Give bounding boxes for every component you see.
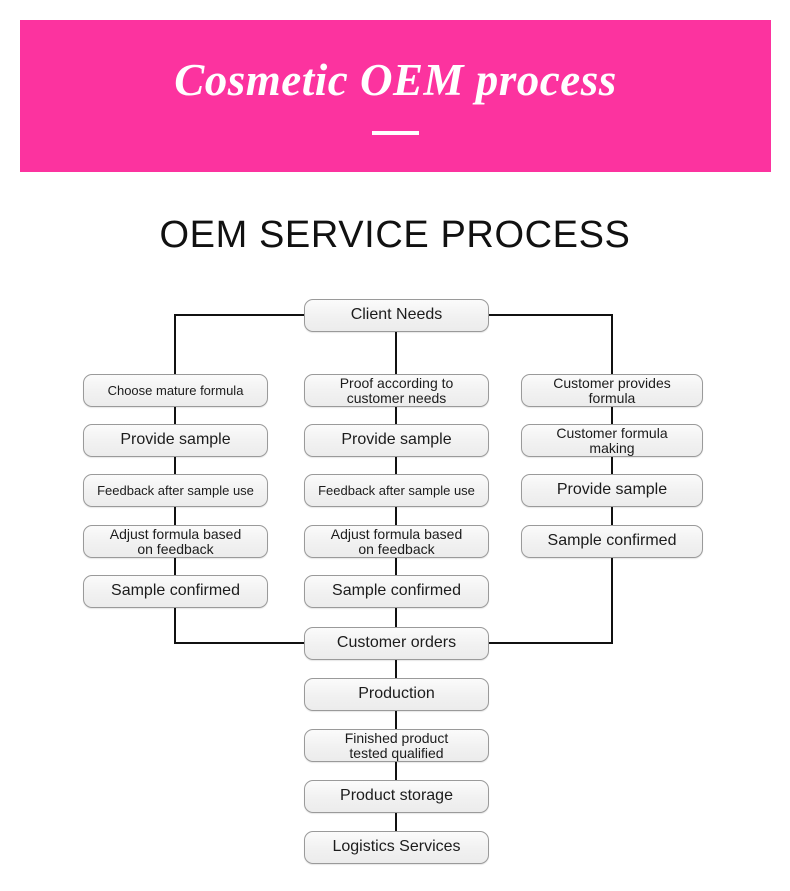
flow-node-logistics-services[interactable]: Logistics Services	[304, 831, 489, 864]
flow-node-right-provide-sample[interactable]: Provide sample	[521, 474, 703, 507]
flow-node-right-sample-confirmed[interactable]: Sample confirmed	[521, 525, 703, 558]
flow-node-customer-orders[interactable]: Customer orders	[304, 627, 489, 660]
connector-start-to-right	[489, 314, 613, 374]
connector-right-to-orders	[489, 558, 613, 644]
flow-node-finished-product-tested-qualified[interactable]: Finished product tested qualified	[304, 729, 489, 762]
flow-node-left-sample-confirmed[interactable]: Sample confirmed	[83, 575, 268, 608]
banner-divider-rule	[372, 130, 419, 135]
flow-node-choose-mature-formula[interactable]: Choose mature formula	[83, 374, 268, 407]
flow-node-middle-adjust-formula-based-on-feedback[interactable]: Adjust formula based on feedback	[304, 525, 489, 558]
connector-left-to-orders	[174, 608, 304, 644]
flow-node-left-adjust-formula-based-on-feedback[interactable]: Adjust formula based on feedback	[83, 525, 268, 558]
flow-node-middle-sample-confirmed[interactable]: Sample confirmed	[304, 575, 489, 608]
flow-node-left-feedback-after-sample-use[interactable]: Feedback after sample use	[83, 474, 268, 507]
flow-node-production[interactable]: Production	[304, 678, 489, 711]
flow-node-middle-provide-sample[interactable]: Provide sample	[304, 424, 489, 457]
flow-node-customer-provides-formula[interactable]: Customer provides formula	[521, 374, 703, 407]
flow-node-customer-formula-making[interactable]: Customer formula making	[521, 424, 703, 457]
flow-node-proof-according-to-customer-needs[interactable]: Proof according to customer needs	[304, 374, 489, 407]
flow-node-client-needs[interactable]: Client Needs	[304, 299, 489, 332]
flow-node-product-storage[interactable]: Product storage	[304, 780, 489, 813]
page-title: OEM SERVICE PROCESS	[159, 214, 631, 256]
flow-node-middle-feedback-after-sample-use[interactable]: Feedback after sample use	[304, 474, 489, 507]
connector-start-to-left	[174, 314, 304, 374]
banner-title: Cosmetic OEM process	[174, 54, 617, 105]
page-banner: Cosmetic OEM process	[20, 20, 771, 172]
flow-node-left-provide-sample[interactable]: Provide sample	[83, 424, 268, 457]
